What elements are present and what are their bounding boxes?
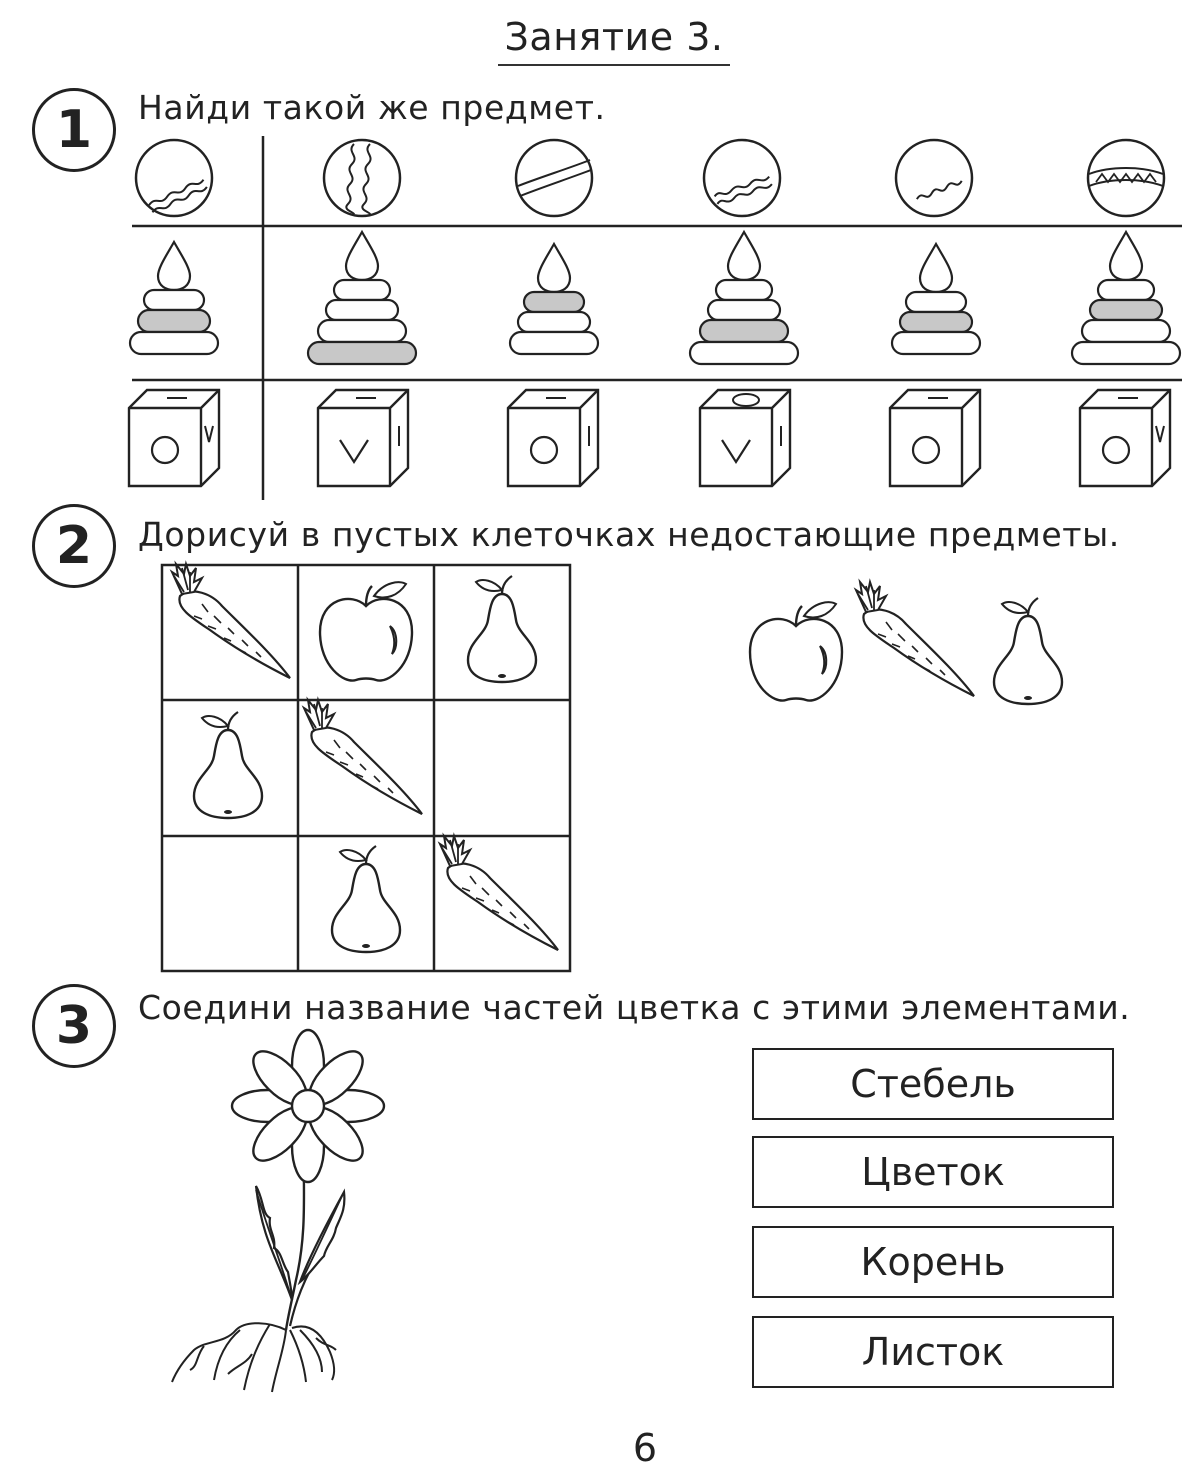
ball-icon bbox=[134, 138, 214, 218]
carrot-icon bbox=[170, 562, 292, 680]
label-stem: Стебель bbox=[752, 1048, 1114, 1120]
task-1-number: 1 bbox=[32, 88, 116, 172]
pyramid-toy-icon bbox=[508, 241, 600, 356]
pear-icon bbox=[330, 844, 402, 954]
pear-icon bbox=[992, 596, 1064, 706]
pear-icon bbox=[192, 710, 264, 820]
task2-grid bbox=[160, 563, 572, 973]
pyramid-toy-icon bbox=[1070, 229, 1182, 366]
pyramid-toy-icon bbox=[890, 241, 982, 356]
pyramid-toy-icon bbox=[688, 229, 800, 366]
cube-icon bbox=[888, 388, 982, 488]
task-3-text: Соедини название частей цветка с этими э… bbox=[138, 988, 1131, 1027]
cube-icon bbox=[316, 388, 410, 488]
ball-icon bbox=[322, 138, 402, 218]
task-2-text: Дорисуй в пустых клеточках недостающие п… bbox=[138, 515, 1120, 554]
label-leaf: Листок bbox=[752, 1316, 1114, 1388]
ball-icon bbox=[894, 138, 974, 218]
apple-icon bbox=[318, 580, 414, 682]
task-3-number: 3 bbox=[32, 984, 116, 1068]
cube-icon bbox=[506, 388, 600, 488]
cube-icon bbox=[698, 388, 792, 488]
carrot-icon bbox=[854, 580, 976, 698]
cube-icon bbox=[1078, 388, 1172, 488]
ball-icon bbox=[702, 138, 782, 218]
carrot-icon bbox=[302, 698, 424, 816]
carrot-icon bbox=[438, 834, 560, 952]
pyramid-toy-icon bbox=[128, 239, 220, 356]
ball-icon bbox=[514, 138, 594, 218]
task-2-number: 2 bbox=[32, 504, 116, 588]
task-1-text: Найди такой же предмет. bbox=[138, 88, 606, 127]
flower-icon bbox=[171, 1028, 386, 1393]
ball-icon bbox=[1086, 138, 1166, 218]
label-flower: Цветок bbox=[752, 1136, 1114, 1208]
cube-icon bbox=[127, 388, 221, 488]
page-title: Занятие 3. bbox=[498, 12, 730, 66]
apple-icon bbox=[748, 600, 844, 702]
pyramid-toy-icon bbox=[306, 229, 418, 366]
pear-icon bbox=[466, 574, 538, 684]
label-root: Корень bbox=[752, 1226, 1114, 1298]
page-number: 6 bbox=[632, 1426, 658, 1470]
